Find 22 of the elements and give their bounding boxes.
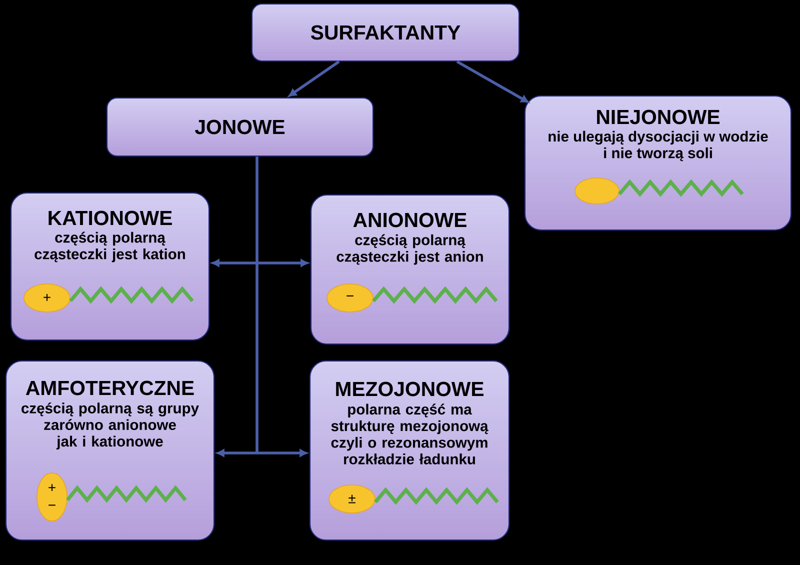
box-heading: ANIONOWE [353,212,466,228]
box-description: częścią polarną są grupy zarówno anionowe jak i kationowe [22,402,199,450]
arrow [216,449,257,457]
connector-line [256,156,258,263]
connector-line [256,263,258,453]
arrow [288,60,340,97]
box-heading: NIEJONOWE [597,110,720,124]
box-description: polarna część ma strukturę mezojonową czyli o rezonansowym rozkładzie ładunku [331,404,488,464]
box-heading: AMFOTERYCZNE [26,380,194,396]
category-box [251,3,520,62]
box-heading: KATIONOWE [48,210,172,226]
arrow [212,259,257,267]
arrow [257,449,308,457]
arrow [456,60,528,103]
box-description: nie ulegają dysocjacji w wodzie i nie tworzą soli [548,130,768,162]
box-heading: SURFAKTANTY [310,25,460,40]
box-description: częścią polarną cząsteczki jest kation [34,232,185,262]
box-heading: MEZOJONOWE [336,382,484,396]
box-heading: JONOWE [195,120,285,134]
box-description: częścią polarną cząsteczki jest anion [336,234,483,265]
arrow [257,259,308,267]
category-box [106,97,374,157]
